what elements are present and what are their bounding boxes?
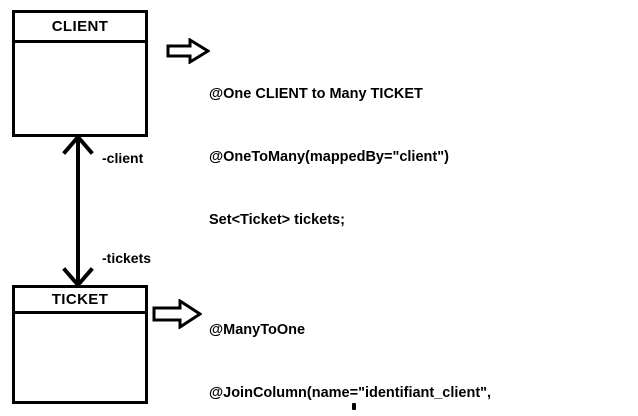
association-role-label-tickets: -tickets [102, 250, 152, 266]
uml-class-ticket-title: TICKET [51, 291, 109, 308]
annotation-line: Set<Ticket> tickets; [209, 212, 345, 228]
annotation-client-code: @One CLIENT to Many TICKET @OneToMany(ma… [209, 42, 449, 273]
block-arrow-right-icon [166, 38, 210, 64]
association-role-label-client: -client [102, 150, 144, 166]
annotation-line: @JoinColumn(name="identifiant_client", [209, 385, 492, 401]
ink-speck-artifact [352, 403, 356, 410]
annotation-line: @One CLIENT to Many TICKET [209, 86, 423, 102]
uml-class-ticket-body [15, 314, 145, 401]
uml-class-client-header: CLIENT [15, 13, 145, 43]
uml-class-ticket[interactable]: TICKET [12, 285, 148, 404]
block-arrow-right-icon [152, 299, 202, 329]
uml-class-client-title: CLIENT [51, 18, 109, 35]
annotation-line: @OneToMany(mappedBy="client") [209, 149, 449, 165]
annotation-ticket-code: @ManyToOne @JoinColumn(name="identifiant… [209, 278, 583, 416]
association-line-double-arrow[interactable] [55, 130, 105, 292]
annotation-line: @ManyToOne [209, 322, 306, 338]
uml-class-client[interactable]: CLIENT [12, 10, 148, 137]
uml-class-client-body [15, 43, 145, 134]
uml-class-ticket-header: TICKET [15, 288, 145, 314]
